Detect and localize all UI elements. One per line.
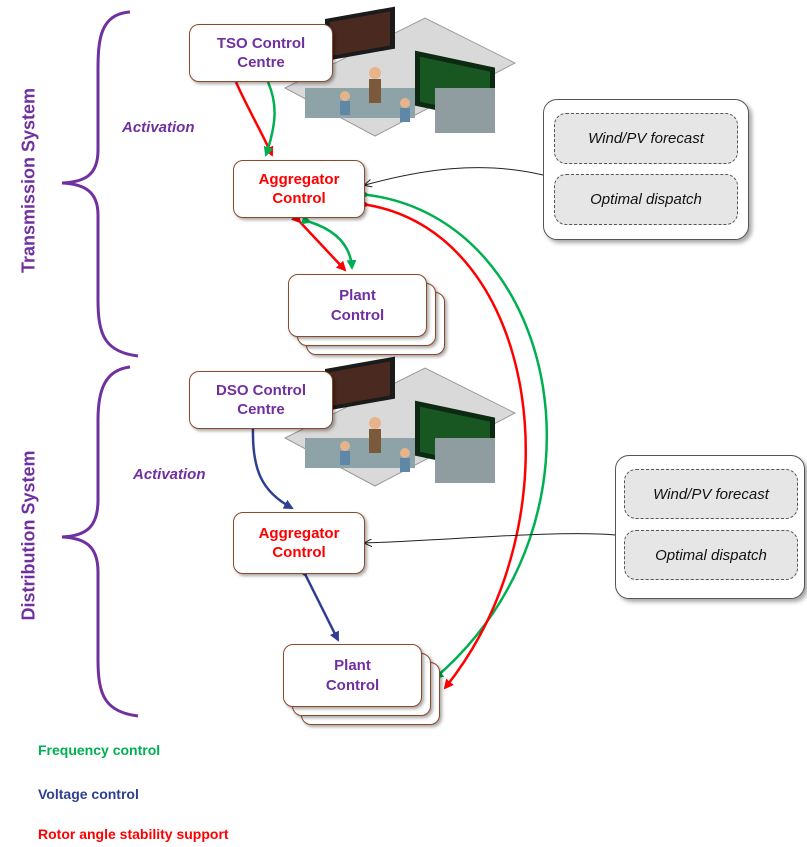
aggregator-control-top-box: Aggregator Control <box>233 160 365 218</box>
tso-activation-green-arrow <box>263 81 276 157</box>
transmission-system-label: Transmission System <box>18 87 39 274</box>
top-panel-connector <box>365 167 544 185</box>
transmission-brace <box>61 10 139 358</box>
agg-plant-top-red-arrow <box>290 212 347 272</box>
bottom-wind-pv-forecast: Wind/PV forecast <box>624 469 798 519</box>
dso-activation-blue-arrow <box>251 427 294 510</box>
top-wind-pv-forecast: Wind/PV forecast <box>554 113 738 164</box>
tso-control-centre-box: TSO Control Centre <box>189 24 333 82</box>
tso-activation-red-arrow <box>234 81 274 157</box>
bottom-forecast-panel: Wind/PV forecast Optimal dispatch <box>615 455 805 599</box>
bottom-panel-connector <box>365 533 616 543</box>
legend-voltage-control: Voltage control <box>38 786 139 802</box>
bottom-optimal-dispatch: Optimal dispatch <box>624 530 798 580</box>
aggregator-control-bottom-box: Aggregator Control <box>233 512 365 574</box>
agg-plant-top-green-arrow <box>300 214 357 270</box>
plant-control-top-box: Plant Control <box>288 274 427 337</box>
legend-frequency-control: Frequency control <box>38 742 161 758</box>
activation-label-bottom: Activation <box>133 466 206 483</box>
long-red-arc <box>359 198 528 690</box>
plant-control-bottom-box: Plant Control <box>283 644 422 707</box>
distribution-brace <box>61 365 139 718</box>
legend-rotor-angle-stability: Rotor angle stability support <box>38 826 229 842</box>
top-optimal-dispatch: Optimal dispatch <box>554 174 738 225</box>
activation-label-top: Activation <box>122 119 195 136</box>
tso-control-room-illustration <box>283 6 517 137</box>
dso-control-centre-box: DSO Control Centre <box>189 371 333 429</box>
distribution-system-label: Distribution System <box>18 450 39 621</box>
agg-plant-bottom-blue-arrow <box>297 566 340 642</box>
top-forecast-panel: Wind/PV forecast Optimal dispatch <box>543 99 749 240</box>
